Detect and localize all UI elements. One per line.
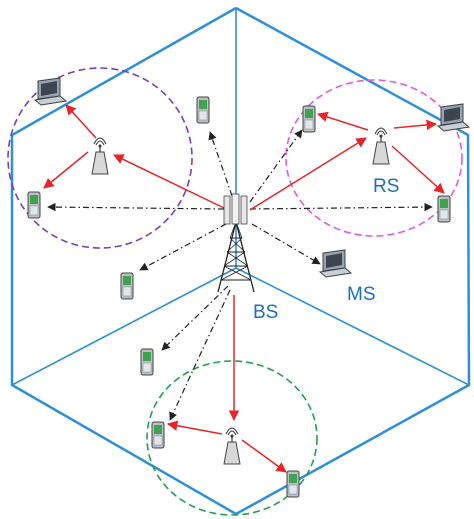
sector-divider-left [11,267,237,386]
direct-link-right-upper-phone [249,129,303,203]
base-station-tower-icon [217,193,255,293]
direct-links [47,129,433,421]
laptop-left-icon [34,77,67,106]
relay-right-to-phone [316,111,369,131]
relay-cluster-right [285,79,463,237]
direct-link-bottom-left-phone [169,289,231,421]
relay-bottom-to-left-phone [166,420,223,435]
bs-to-relay-right [249,137,367,211]
direct-link-left-phone [47,202,225,212]
phone-lower-left-icon [140,348,154,376]
direct-link-mid-left-phone [139,223,227,271]
cell-outline [10,6,471,516]
relay-right-to-lower-phone [391,145,445,194]
bs-label: BS [253,302,278,323]
relay-links [43,104,445,473]
relay-left-to-laptop [65,104,97,139]
relay-station-right-icon [372,127,390,165]
rs-label: RS [373,176,399,197]
phone-mid-left-icon [120,272,134,300]
relay-right-to-laptop [393,119,438,131]
direct-link-ms-laptop [251,223,321,265]
ms-label: MS [347,284,376,305]
phone-right-lower-icon [437,195,451,223]
relay-cluster-bottom [146,360,318,516]
relay-bottom-to-right-phone [241,439,287,473]
direct-link-lower-left-phone [161,285,229,351]
direct-link-right-phone [249,202,433,212]
phone-bottom-left-icon [151,421,165,449]
laptop-ms-icon [319,249,352,278]
phone-left-icon [27,191,41,219]
relay-station-left-icon [91,137,109,175]
bs-to-relay-left [113,154,225,209]
phone-bottom-right-icon [286,470,300,498]
relay-left-to-phone [43,151,89,189]
relay-station-bottom-icon [223,427,241,465]
cell-hexagon [10,6,471,516]
laptop-right-icon [437,103,470,132]
phone-top-icon [196,96,210,124]
sector-divider-right [235,267,470,386]
direct-link-top-phone [208,131,233,197]
relay-cluster-left [7,67,193,249]
phone-right-upper-icon [302,105,316,133]
